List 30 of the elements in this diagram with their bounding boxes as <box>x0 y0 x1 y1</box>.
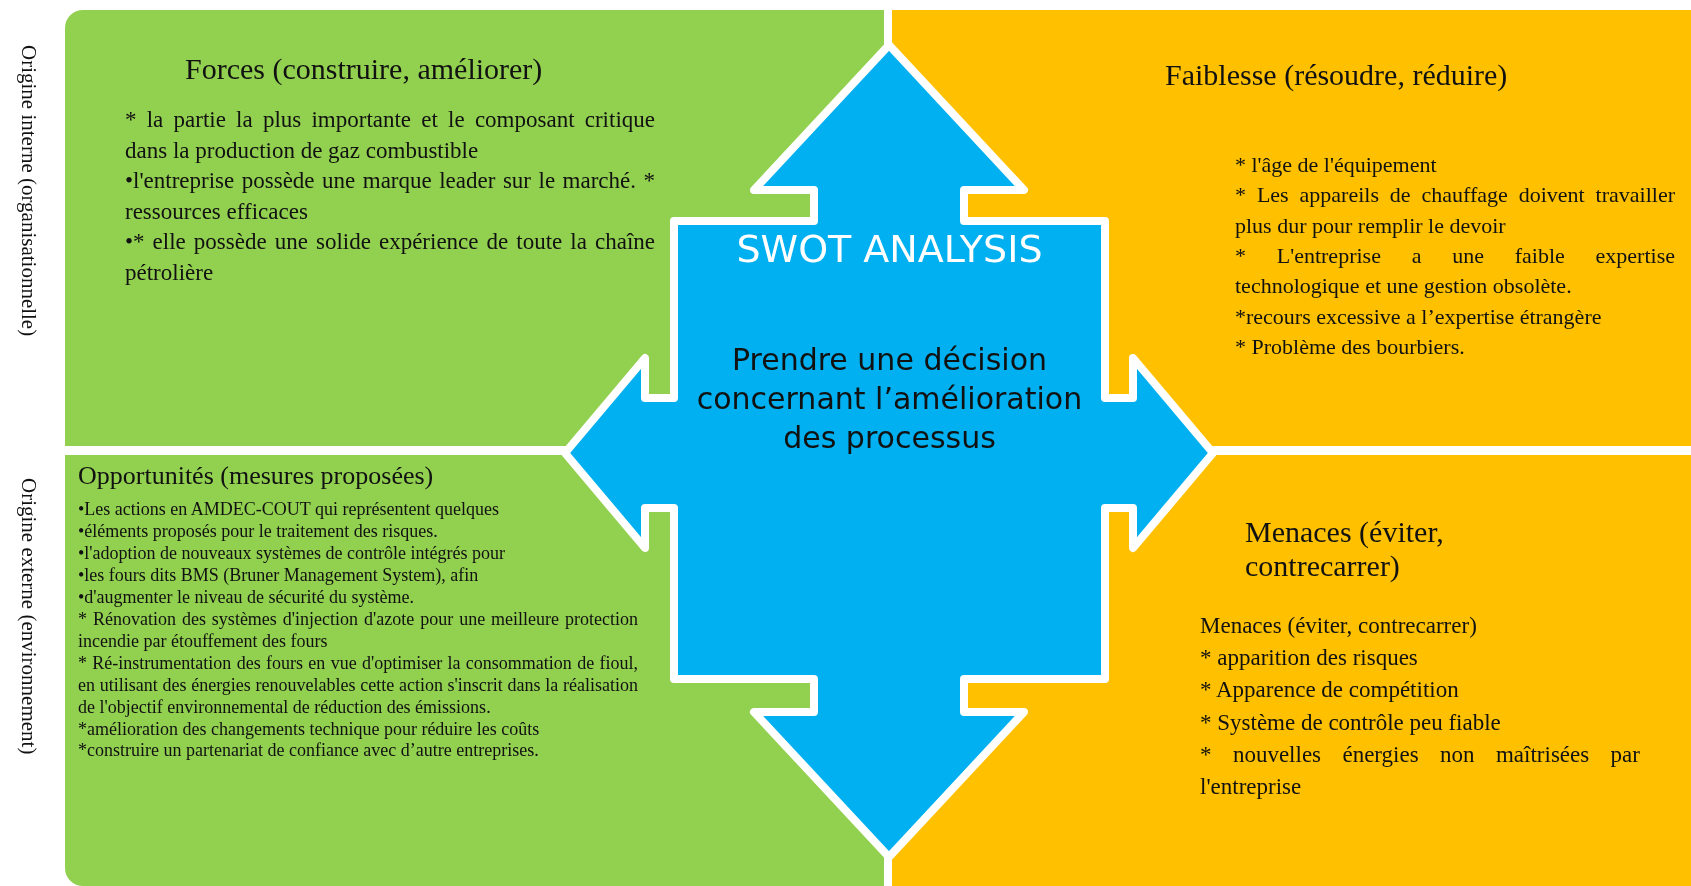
bullet-text: * la partie la plus importante et le composant critique dans la production de gaz combustible <box>125 106 655 165</box>
bullet-text: * Problème des bourbiers. <box>1235 333 1466 362</box>
quadrant-heading: Opportunités (mesures proposées) <box>78 461 435 491</box>
bullet-text: *recours excessive a l’expertise étrangère <box>1235 302 1603 331</box>
bullet-text: * Système de contrôle peu fiable <box>1200 708 1502 737</box>
bullet-text: *amélioration des changements technique pour réduire les coûts <box>78 718 541 741</box>
bullet-text: * Les appareils de chauffage doivent travailler plus dur pour remplir le devoir <box>1235 181 1675 240</box>
bullet-text: * l'âge de l'équipement <box>1235 151 1438 179</box>
bullet-text: * Apparence de compétition <box>1200 676 1460 705</box>
bullet-text: •l'entreprise possède une marque leader sur le marché. * ressources efficaces <box>125 167 655 226</box>
center-text: Prendre une décision concernant l’amélioration des processus <box>695 341 1084 457</box>
bullet-text: * Rénovation des systèmes d'injection d'azote pour une meilleure protection incendie par étouffement des fours <box>78 608 638 653</box>
quadrant-heading: Menaces (éviter, contrecarrer) <box>1245 515 1445 583</box>
bullet-text: •* elle possède une solide expérience de toute la chaîne pétrolière <box>125 228 655 287</box>
bullet-text: * nouvelles énergies non maîtrisées par l'entreprise <box>1200 740 1640 801</box>
bullet-text: * Ré-instrumentation des fours en vue d'optimiser la consommation de fioul, en utilisant des énergies renouvelables cette action s'inscrit dans la réalisation de l'objectif environnemental de réduction des émissions. <box>78 652 638 719</box>
bullet-text: •Les actions en AMDEC-COUT qui représentent quelques <box>78 499 500 521</box>
center-heading: SWOT ANALYSIS <box>735 226 1044 273</box>
quadrant-heading: Forces (construire, améliorer) <box>185 52 544 86</box>
bullet-text: •éléments proposés pour le traitement des risques. <box>78 520 439 543</box>
bullet-text: * apparition des risques <box>1200 644 1419 673</box>
bullet-text: Menaces (éviter, contrecarrer) <box>1200 612 1478 640</box>
bullet-text: * L'entreprise a une faible expertise technologique et une gestion obsolète. <box>1235 242 1675 301</box>
bullet-text: •les fours dits BMS (Bruner Management System), afin <box>78 564 480 587</box>
bullet-text: *construire un partenariat de confiance avec d’autre entreprises. <box>78 740 540 763</box>
side-label: Origine externe (environnement) <box>16 478 41 755</box>
quadrant-heading: Faiblesse (résoudre, réduire) <box>1165 58 1509 92</box>
side-label: Origine interne (organisationnelle) <box>16 45 41 337</box>
bullet-text: •d'augmenter le niveau de sécurité du système. <box>78 586 415 609</box>
bullet-text: •l'adoption de nouveaux systèmes de contrôle intégrés pour <box>78 542 506 565</box>
